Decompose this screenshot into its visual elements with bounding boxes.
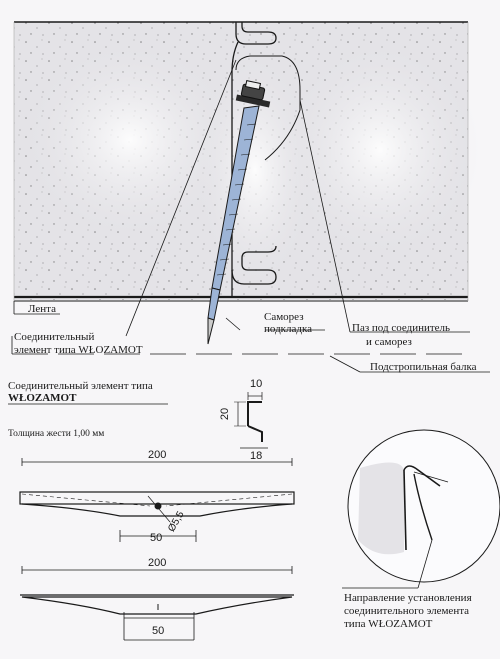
profile-dim-bottom: 18 xyxy=(250,450,263,462)
installation-detail-circle xyxy=(342,429,500,589)
profile-dim-side: 20 xyxy=(219,407,232,421)
connector-plan-bottom xyxy=(20,566,294,641)
detail-title-line1: Соединительный элемент типа xyxy=(8,380,153,392)
joint-groove xyxy=(231,22,301,296)
connector-label-line2: элемент типа WŁOZAMOT xyxy=(14,344,143,356)
length-dim-bottom: 200 xyxy=(148,557,167,569)
tape-label: Лента xyxy=(28,303,56,315)
connector-label-line1: Соединительный xyxy=(14,331,95,343)
hole-spacing-dim-bottom: 50 xyxy=(152,625,165,637)
profile-section xyxy=(234,392,268,449)
screw-label-line2: подкладка xyxy=(264,323,313,335)
connector-label-brand: WŁOZAMOT xyxy=(78,344,143,356)
rafter-label: Подстропильная балка xyxy=(370,361,477,373)
direction-label-line1: Направление установления xyxy=(344,592,472,604)
thickness-label: Толщина жести 1,00 мм xyxy=(8,429,105,439)
direction-label-line2: соединительного элемента xyxy=(344,605,470,617)
connector-label-line2-text: элемент типа xyxy=(14,344,76,356)
detail-title-line2: WŁOZAMOT xyxy=(8,392,77,404)
profile-dim-top: 10 xyxy=(250,378,263,390)
hole-spacing-dim-top: 50 xyxy=(150,532,163,544)
connector-plan-top xyxy=(19,458,295,542)
length-dim-top: 200 xyxy=(148,449,167,461)
screw-label-line1: Саморез xyxy=(264,311,304,323)
leader-lines xyxy=(11,59,490,373)
groove-label-line1: Паз под соединитель xyxy=(352,322,451,334)
self-tapping-screw xyxy=(207,80,271,345)
direction-label-line3: типа WŁOZAMOT xyxy=(344,618,433,630)
groove-label-line2: и саморез xyxy=(366,336,412,348)
